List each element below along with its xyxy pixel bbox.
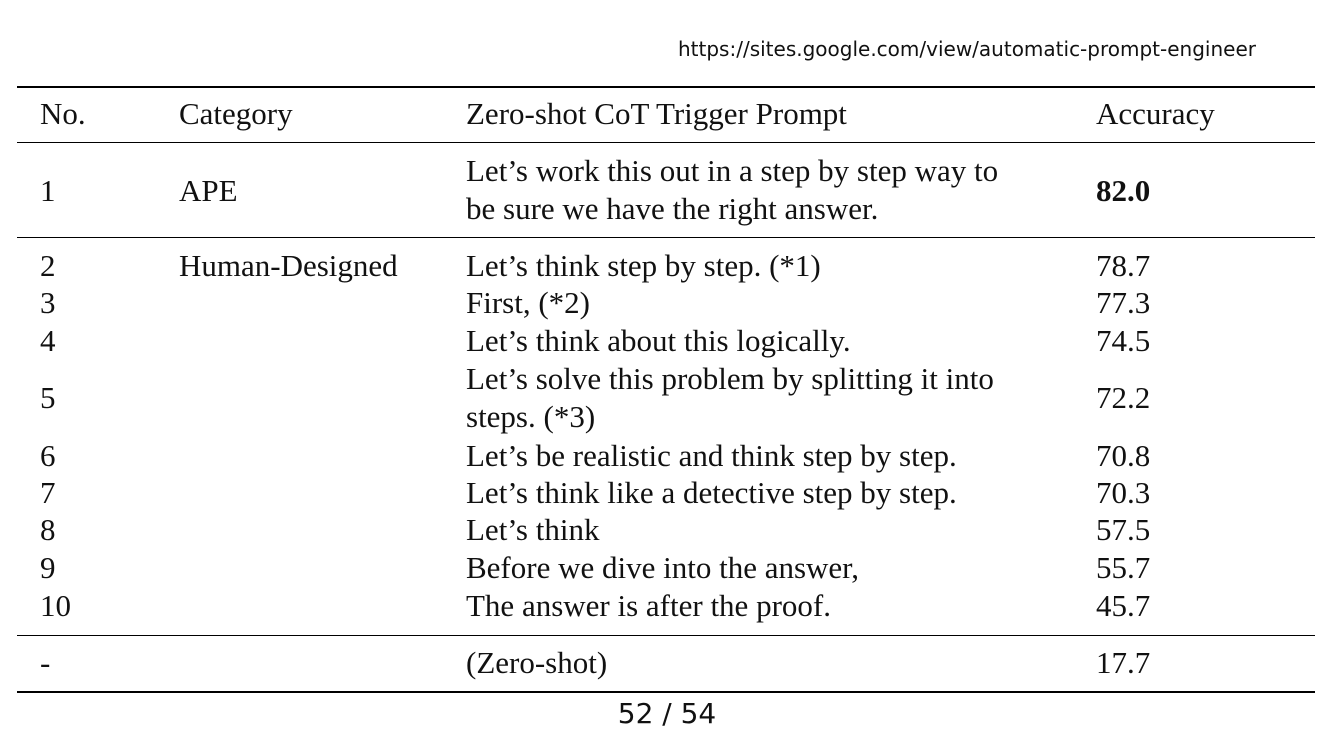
row-prompt: Let’s think about this logically.	[466, 323, 851, 358]
page-indicator: 52 / 54	[617, 697, 717, 730]
header-category: Category	[179, 96, 293, 131]
row-number: -	[40, 645, 51, 680]
human-rule	[17, 635, 1315, 637]
table-bottom-rule	[17, 691, 1315, 693]
row-number: 4	[40, 323, 56, 358]
row-category: Human-Designed	[179, 248, 398, 283]
row-prompt-line2: steps. (*3)	[466, 399, 596, 434]
row-prompt: (Zero-shot)	[466, 645, 608, 680]
row-accuracy-best: 82.0	[1096, 173, 1151, 208]
row-accuracy: 57.5	[1096, 512, 1151, 547]
row-accuracy: 77.3	[1096, 285, 1151, 320]
row-number: 1	[40, 173, 56, 208]
row-prompt-line1: Let’s solve this problem by splitting it…	[466, 361, 994, 396]
row-prompt: Let’s think step by step. (*1)	[466, 248, 821, 283]
row-accuracy: 72.2	[1096, 380, 1151, 415]
row-prompt: Let’s think	[466, 512, 600, 547]
header-accuracy: Accuracy	[1096, 96, 1215, 131]
row-accuracy: 17.7	[1096, 645, 1151, 680]
row-number: 8	[40, 512, 56, 547]
row-accuracy: 78.7	[1096, 248, 1151, 283]
ape-rule	[17, 237, 1315, 239]
row-accuracy: 70.3	[1096, 475, 1151, 510]
source-url: https://sites.google.com/view/automatic-…	[678, 37, 1256, 61]
row-number: 5	[40, 380, 56, 415]
row-prompt: First, (*2)	[466, 285, 590, 320]
header-no: No.	[40, 96, 86, 131]
row-number: 7	[40, 475, 56, 510]
row-number: 3	[40, 285, 56, 320]
row-number: 6	[40, 438, 56, 473]
row-accuracy: 55.7	[1096, 550, 1151, 585]
row-prompt-line1: Let’s work this out in a step by step wa…	[466, 153, 999, 188]
row-accuracy: 74.5	[1096, 323, 1151, 358]
row-prompt-line2: be sure we have the right answer.	[466, 191, 879, 226]
row-prompt: Let’s be realistic and think step by ste…	[466, 438, 957, 473]
header-rule	[17, 142, 1315, 144]
row-number: 2	[40, 248, 56, 283]
row-prompt: The answer is after the proof.	[466, 588, 831, 623]
row-number: 9	[40, 550, 56, 585]
header-prompt: Zero-shot CoT Trigger Prompt	[466, 96, 847, 131]
row-prompt: Before we dive into the answer,	[466, 550, 860, 585]
row-accuracy: 45.7	[1096, 588, 1151, 623]
row-accuracy: 70.8	[1096, 438, 1151, 473]
table-top-rule	[17, 86, 1315, 88]
row-prompt: Let’s think like a detective step by ste…	[466, 475, 957, 510]
row-number: 10	[40, 588, 71, 623]
row-category: APE	[179, 173, 238, 208]
